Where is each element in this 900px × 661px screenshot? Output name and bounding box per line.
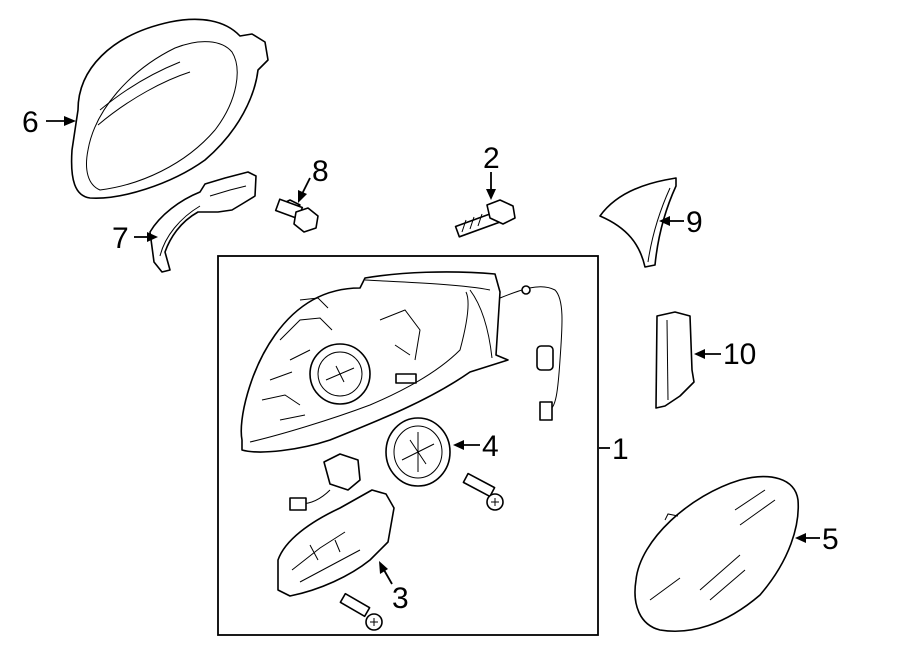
callout-3: 3 <box>379 561 409 615</box>
callout-7: 7 <box>112 222 158 255</box>
callout-10-label: 10 <box>723 338 756 371</box>
callout-4-label: 4 <box>482 430 499 463</box>
bracket-part[interactable] <box>149 171 257 273</box>
callout-5: 5 <box>795 523 839 556</box>
callout-6: 6 <box>22 106 76 139</box>
screw-part[interactable] <box>462 472 504 511</box>
lower-bracket-part[interactable] <box>277 489 395 597</box>
callout-5-label: 5 <box>822 523 839 556</box>
connector-part[interactable] <box>289 453 361 511</box>
small-bolt-part[interactable] <box>274 198 319 233</box>
callout-10: 10 <box>694 338 756 371</box>
long-bolt-part[interactable] <box>454 199 516 238</box>
callout-7-label: 7 <box>112 222 129 255</box>
trim-piece-part[interactable] <box>655 311 695 409</box>
callout-9: 9 <box>659 206 703 239</box>
mirror-cover-part[interactable] <box>70 18 269 199</box>
callout-9-label: 9 <box>686 206 703 239</box>
callout-4: 4 <box>453 430 499 463</box>
callout-2-label: 2 <box>483 142 500 175</box>
callout-8-label: 8 <box>312 155 329 188</box>
callout-1-label: 1 <box>612 433 629 466</box>
callout-1: 1 <box>599 433 629 466</box>
mirror-assembly-part[interactable] <box>240 271 563 453</box>
callout-3-label: 3 <box>392 582 409 615</box>
callout-6-label: 6 <box>22 106 39 139</box>
screw-lower-part[interactable] <box>339 592 383 631</box>
callout-2: 2 <box>483 142 500 200</box>
mirror-glass-part[interactable] <box>634 475 800 633</box>
mirror-motor-part[interactable] <box>385 417 451 487</box>
assembly-box <box>217 255 599 636</box>
callout-8: 8 <box>298 155 329 203</box>
